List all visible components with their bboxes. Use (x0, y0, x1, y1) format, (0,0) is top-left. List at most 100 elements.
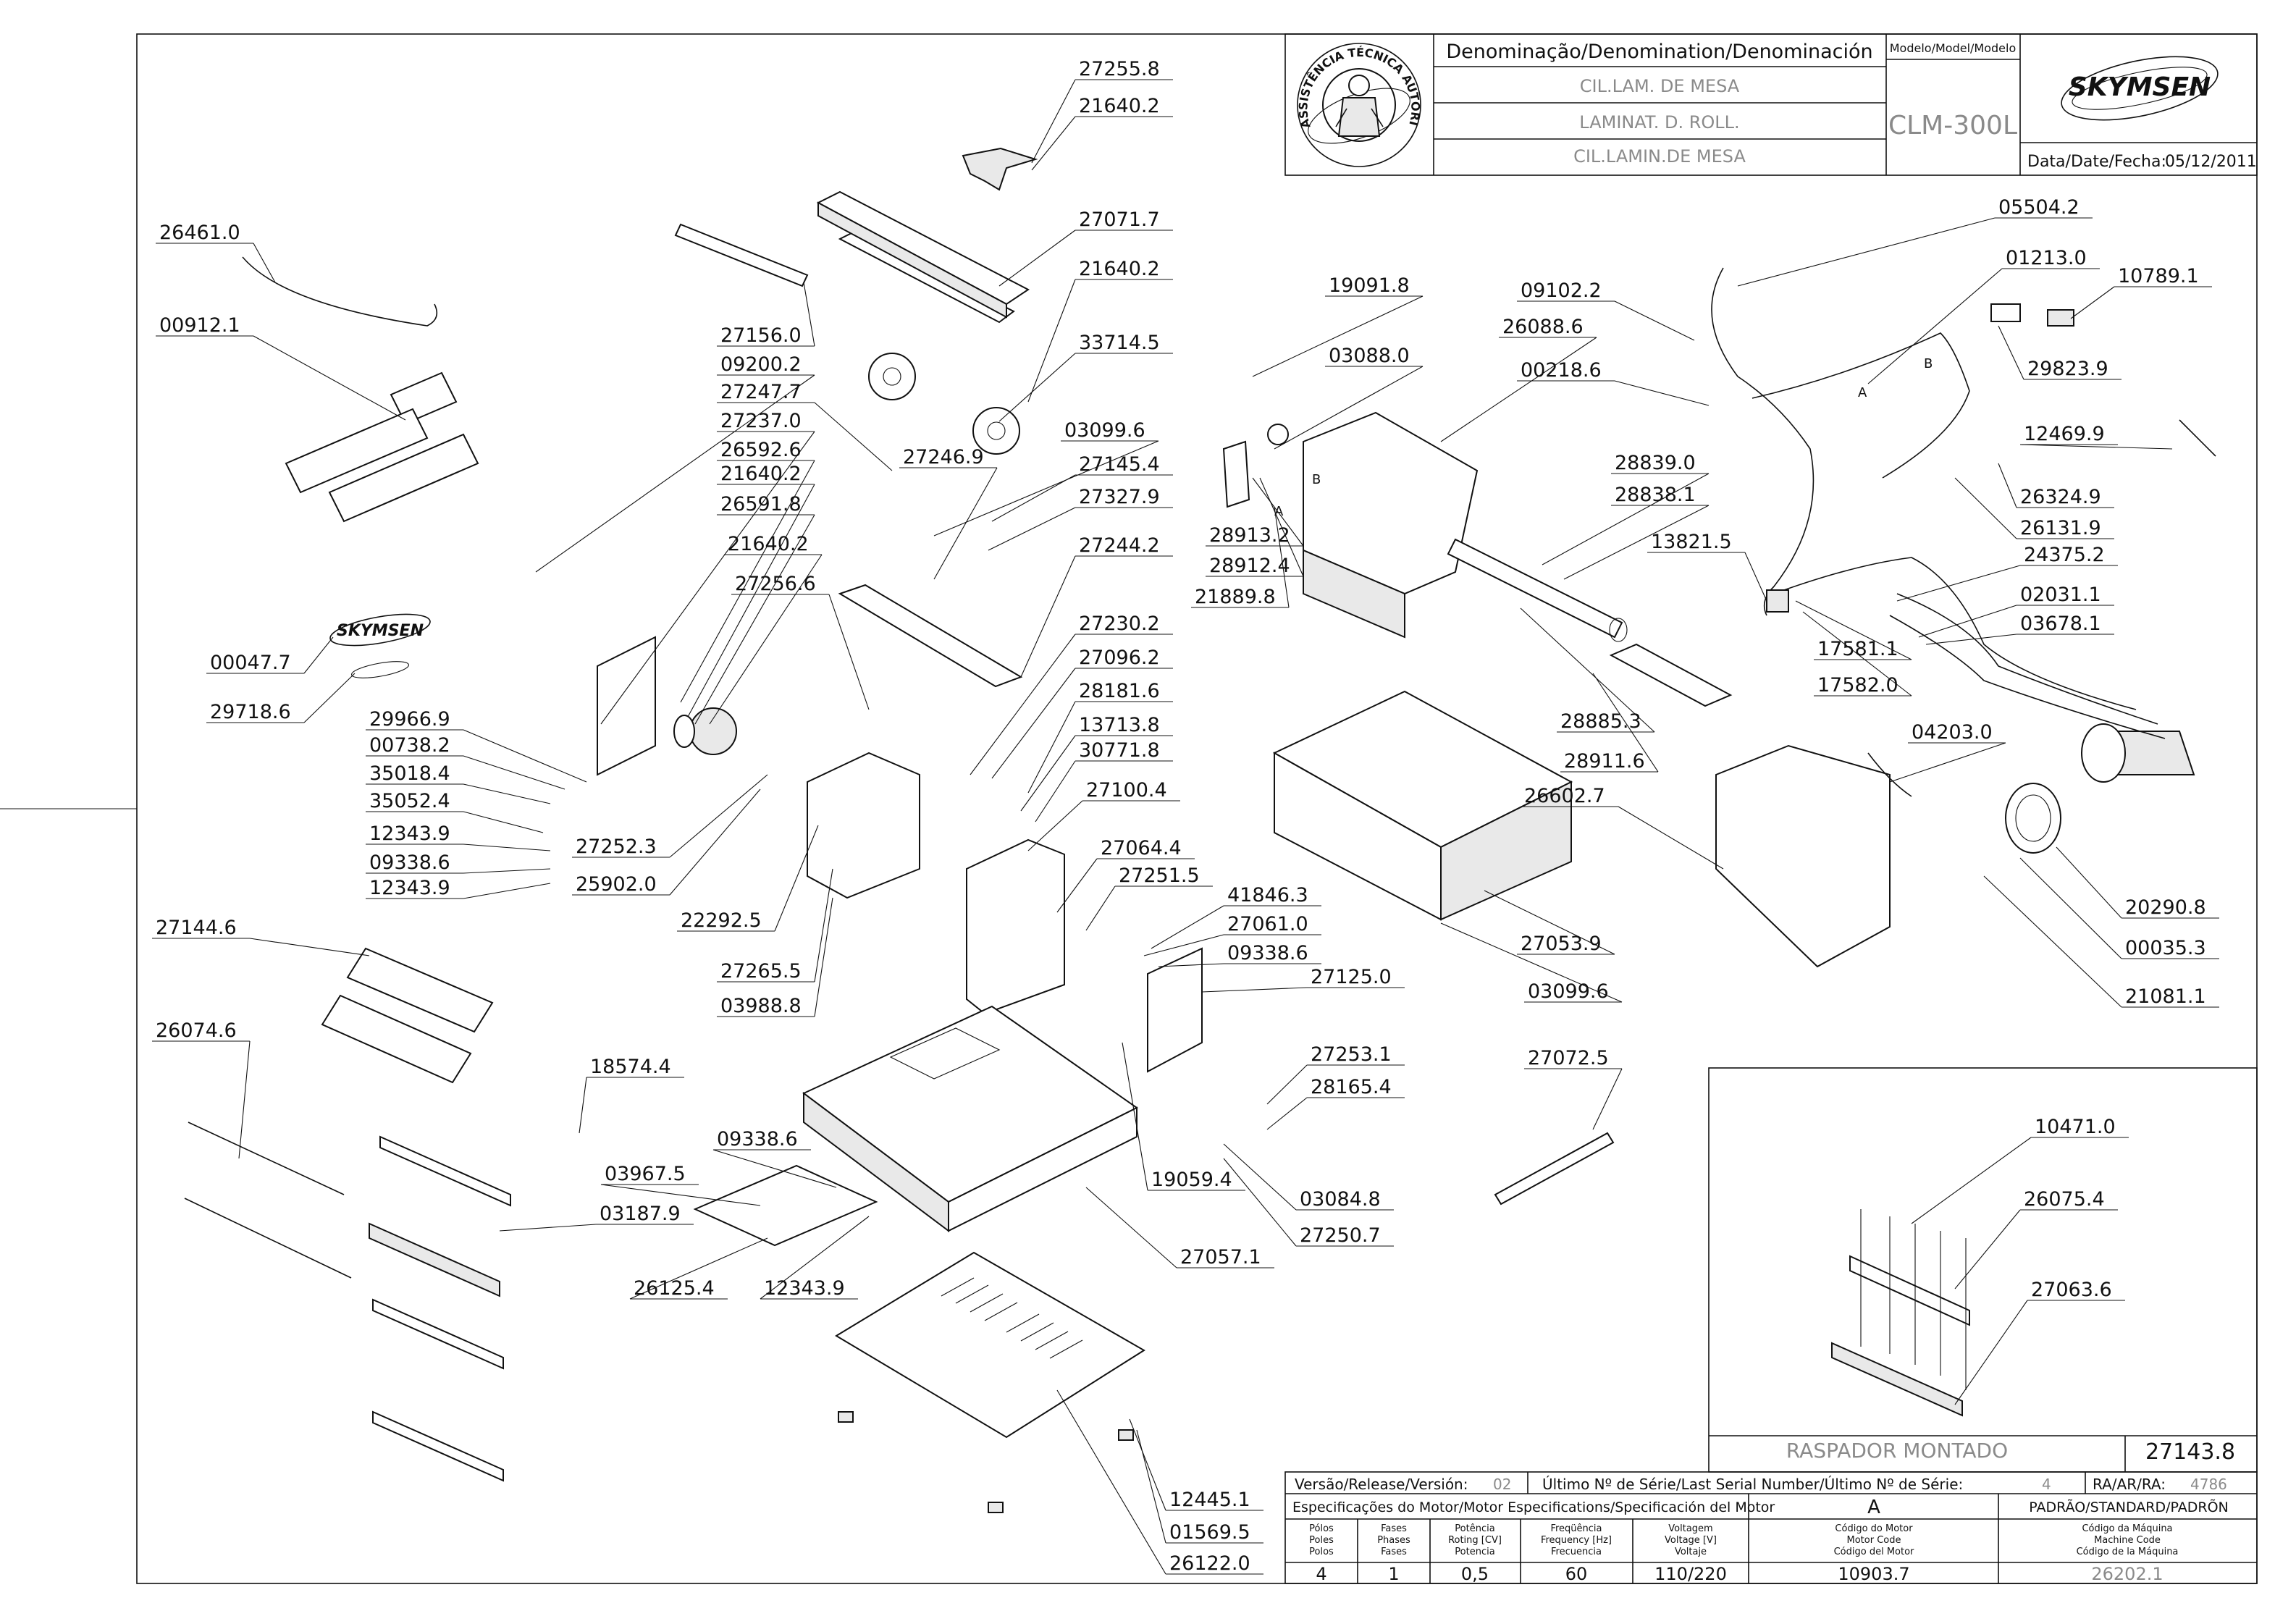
callout-leader (253, 243, 276, 283)
part-callout: 27251.5 (1085, 864, 1213, 931)
part-number-label: 02031.1 (2020, 584, 2101, 606)
callout-leader (1158, 963, 1224, 967)
callout-leader (1925, 634, 2017, 645)
callout-leader (1542, 473, 1710, 565)
part-number-label: 05504.2 (1998, 196, 2080, 219)
part-number-label: 12343.9 (369, 822, 450, 845)
part-number-label: 27256.6 (735, 573, 816, 595)
part-callout: 27125.0 (1201, 966, 1405, 993)
denomination-en: LAMINAT. D. ROLL. (1579, 112, 1739, 132)
denomination-es: CIL.LAMIN.DE MESA (1573, 146, 1746, 167)
callout-leader (1998, 463, 2017, 508)
callout-leader (1056, 858, 1098, 913)
callout-leader (535, 374, 815, 573)
part-callout: 21640.2 (709, 533, 823, 725)
serial-label: Último Nº de Série/Last Serial Number/Úl… (1542, 1476, 1963, 1493)
part-callout: 00738.2 (366, 734, 565, 790)
part-callout: 26088.6 (1440, 316, 1597, 442)
part-callout: 29966.9 (366, 708, 587, 783)
callout-leader (463, 868, 551, 874)
part-callout: 27252.3 (572, 774, 768, 858)
part-callout: 21889.8 (1191, 506, 1290, 608)
svg-text:Código do Motor: Código do Motor (1835, 1523, 1913, 1534)
part-number-label: 03099.6 (1064, 419, 1145, 442)
model-value: CLM-300L (1888, 111, 2017, 140)
part-number-label: 33714.5 (1079, 332, 1160, 354)
callout-leader (803, 282, 815, 347)
part-number-label: 27125.0 (1311, 966, 1392, 988)
svg-text:Código del Motor: Código del Motor (1834, 1547, 1914, 1557)
callout-leader (1954, 477, 2017, 539)
part-number-label: 26088.6 (1502, 316, 1584, 338)
model-header: Modelo/Model/Modelo (1890, 41, 2016, 55)
part-callout: 27265.5 (717, 868, 833, 983)
part-number-label: 27145.4 (1079, 453, 1160, 476)
wire-letter-labels: A B A B (1274, 356, 1933, 519)
part-callout: 28912.4 (1206, 477, 1304, 577)
callout-leader (970, 634, 1076, 775)
part-callout: 03678.1 (1925, 613, 2114, 645)
part-number-label: 26324.9 (2020, 486, 2101, 508)
date-label: Data/Date/Fecha: (2027, 153, 2166, 171)
part-number-label: 25902.0 (576, 873, 657, 896)
part-number-label: 09200.2 (720, 353, 802, 376)
part-callout: 19059.4 (1122, 1042, 1245, 1191)
part-number-label: 17581.1 (1817, 638, 1898, 660)
part-callout: 33714.5 (998, 332, 1173, 422)
part-callout: 21640.2 (1027, 258, 1173, 403)
part-callout: 12469.9 (2019, 423, 2173, 450)
callout-leader (694, 514, 815, 725)
part-callout: 12343.9 (760, 1216, 870, 1300)
part-callout: 21081.1 (1983, 875, 2219, 1008)
part-callout: 29823.9 (1998, 325, 2122, 380)
part-callout: 21640.2 (1031, 95, 1173, 171)
part-callout: 03088.0 (1274, 345, 1424, 450)
callout-leader (1020, 555, 1076, 678)
part-callout: 13713.8 (1020, 714, 1173, 812)
skymsen-logo: SKYMSEN (2061, 56, 2219, 121)
part-number-label: 28912.4 (1209, 555, 1290, 577)
part-number-label: 12343.9 (369, 877, 450, 899)
part-number-label: 28165.4 (1311, 1076, 1392, 1098)
part-number-label: 28839.0 (1615, 452, 1696, 474)
part-callout: 02031.1 (1918, 584, 2114, 638)
part-callout: 03099.6 (933, 419, 1159, 537)
part-number-label: 03187.9 (600, 1203, 681, 1225)
callout-leader (1151, 905, 1224, 949)
part-callout: 00218.6 (1517, 359, 1710, 406)
spec-col-frequency: Freqüência Frequency [Hz] Frecuencia 60 (1541, 1523, 1612, 1584)
part-number-label: 28838.1 (1615, 484, 1696, 506)
part-callout: 27096.2 (991, 647, 1173, 779)
part-number-label: 28911.6 (1564, 750, 1645, 773)
callout-leader (1520, 607, 1655, 733)
callout-leader (1031, 79, 1076, 164)
part-callout: 35018.4 (366, 762, 551, 804)
version-label: Versão/Release/Versión: (1295, 1476, 1468, 1493)
part-number-label: 03678.1 (2020, 613, 2101, 635)
part-number-label: 00035.3 (2125, 937, 2206, 959)
callout-leader (1201, 987, 1308, 993)
callout-leader (774, 825, 819, 932)
callout-leader (814, 402, 893, 471)
svg-text:Voltage [V]: Voltage [V] (1665, 1535, 1717, 1546)
ra-label: RA/AR/RA: (2093, 1476, 2166, 1493)
subassembly-title: RASPADOR MONTADO (1786, 1439, 2008, 1463)
part-number-label: 09338.6 (369, 851, 450, 874)
part-callout: 27230.2 (970, 613, 1173, 775)
part-number-label: 27096.2 (1079, 647, 1160, 669)
spec-col-phases: Fases Phases Fases 1 (1377, 1523, 1410, 1584)
part-callout: 28885.3 (1520, 607, 1655, 733)
part-callout: 13821.5 (1647, 531, 1767, 602)
part-number-label: 00047.7 (210, 652, 291, 674)
callout-leader (1484, 890, 1615, 955)
part-callout: 27237.0 (600, 410, 815, 725)
part-number-label: 03967.5 (605, 1163, 686, 1185)
svg-text:Código da Máquina: Código da Máquina (2082, 1523, 2172, 1534)
part-callout: 27156.0 (717, 282, 815, 347)
callout-leader (1085, 885, 1116, 931)
part-number-label: 27253.1 (1311, 1043, 1392, 1066)
part-callout: 27071.7 (998, 209, 1173, 287)
spec-col-poles: Pólos Poles Polos 4 (1309, 1523, 1334, 1584)
part-number-label: 27064.4 (1101, 837, 1182, 859)
motor-variant: A (1867, 1497, 1880, 1518)
